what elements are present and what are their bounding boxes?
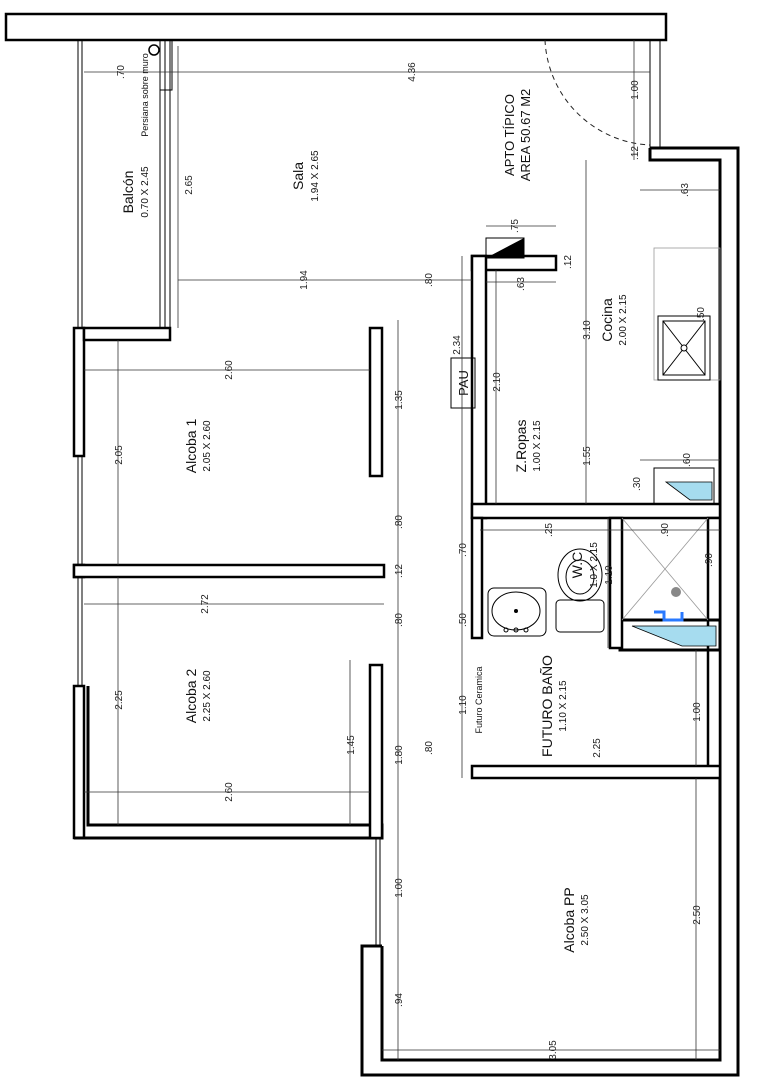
room-size-zropas: 1.00 X 2.15 xyxy=(532,420,543,472)
dim-label: 2.10 xyxy=(492,372,503,392)
walls xyxy=(4,12,740,1077)
room-name-zropas: Z.Ropas xyxy=(513,420,529,473)
dim-label: .63 xyxy=(680,183,691,197)
room-size-alcoba1: 2.05 X 2.60 xyxy=(202,420,213,472)
dim-label: .80 xyxy=(394,613,405,627)
room-size-futurobano: 1.10 X 2.15 xyxy=(558,680,569,732)
room-name-sala: Sala xyxy=(290,162,306,190)
room-name-alcobapp: Alcoba PP xyxy=(561,887,577,952)
room-size-wc: 1.0 X 2.15 xyxy=(589,542,600,588)
dim-label: 1.45 xyxy=(346,735,357,755)
windows xyxy=(77,39,381,946)
dim-label: .90 xyxy=(704,553,715,567)
dim-label: .70 xyxy=(458,543,469,557)
dim-label: 1.00 xyxy=(692,702,703,722)
dim-label: 3.05 xyxy=(548,1040,559,1060)
dim-label: .60 xyxy=(682,453,693,467)
room-name-wc: W.C xyxy=(569,552,585,578)
dim-label: .25 xyxy=(544,523,555,537)
room-labels: APTO TÍPICO AREA 50.67 M2 Balcón 0.70 X … xyxy=(120,53,629,952)
dim-label: .90 xyxy=(660,523,671,537)
dim-label: 1.80 xyxy=(394,745,405,765)
dim-label: .63 xyxy=(516,277,527,291)
dim-label: .80 xyxy=(424,273,435,287)
dim-label: .50 xyxy=(458,613,469,627)
dim-label: 2.72 xyxy=(200,594,211,614)
shower-icon xyxy=(621,517,709,622)
room-size-balcon: 0.70 X 2.45 xyxy=(140,166,151,218)
toilet-icon xyxy=(555,548,605,633)
dim-label: 4.36 xyxy=(407,62,418,82)
room-name-balcon: Balcón xyxy=(120,171,136,214)
meter-icon xyxy=(486,238,524,258)
persiana-label: Persiana sobre muro xyxy=(140,53,150,137)
dimension-lines xyxy=(84,40,720,1060)
dim-label: .70 xyxy=(116,65,127,79)
dim-label: .94 xyxy=(394,993,405,1007)
dim-label: 2.65 xyxy=(184,175,195,195)
dim-label: .80 xyxy=(394,515,405,529)
fixtures xyxy=(450,237,721,647)
dim-label: 1.35 xyxy=(394,390,405,410)
room-size-sala: 1.94 X 2.65 xyxy=(310,150,321,202)
dim-label: .12 xyxy=(630,146,641,160)
room-size-alcobapp: 2.50 X 3.05 xyxy=(580,894,591,946)
entry-door xyxy=(544,39,661,148)
pau-box xyxy=(450,357,476,409)
dim-label: .12 xyxy=(394,564,405,578)
room-name-alcoba1: Alcoba 1 xyxy=(183,419,199,474)
dim-label: 2.60 xyxy=(224,782,235,802)
dim-label: 2.34 xyxy=(452,335,463,355)
room-name-alcoba2: Alcoba 2 xyxy=(183,669,199,724)
dim-label: .80 xyxy=(424,741,435,755)
dim-label: .30 xyxy=(632,477,643,491)
room-size-alcoba2: 2.25 X 2.60 xyxy=(202,670,213,722)
dim-label: .50 xyxy=(696,307,707,321)
washbasin-icon xyxy=(487,587,547,637)
glass-panel-laundry xyxy=(664,481,713,501)
futuro-ceramica-label: Futuro Ceramica xyxy=(474,666,484,733)
persiana-circle-icon xyxy=(148,44,160,56)
sink-icon xyxy=(657,315,711,381)
dim-label: 1.00 xyxy=(394,878,405,898)
dim-label: 2.60 xyxy=(224,360,235,380)
pau-label: PAU xyxy=(456,370,471,396)
dim-label: 2.25 xyxy=(114,690,125,710)
room-size-cocina: 2.00 X 2.15 xyxy=(618,294,629,346)
dim-label: 1.55 xyxy=(582,446,593,466)
dim-label: 1.94 xyxy=(299,270,310,290)
room-name-cocina: Cocina xyxy=(599,298,615,342)
dim-label: 1.00 xyxy=(630,80,641,100)
dim-label: 1.10 xyxy=(458,695,469,715)
dim-label: 1.10 xyxy=(604,565,615,585)
dim-label: 2.05 xyxy=(114,445,125,465)
dimension-labels: .70 4.36 1.00 2.65 .12 .63 .75 .12 1.94 … xyxy=(114,62,715,1060)
dim-label: 3.10 xyxy=(582,320,593,340)
room-name-futurobano: FUTURO BAÑO xyxy=(539,655,555,757)
glass-panel-bath xyxy=(631,625,717,647)
dim-label: 2.50 xyxy=(692,905,703,925)
dim-label: 2.25 xyxy=(592,738,603,758)
dim-label: .12 xyxy=(563,255,574,269)
apt-area: AREA 50.67 M2 xyxy=(518,89,533,182)
dim-label: .75 xyxy=(510,219,521,233)
apt-type: APTO TÍPICO xyxy=(502,94,517,176)
